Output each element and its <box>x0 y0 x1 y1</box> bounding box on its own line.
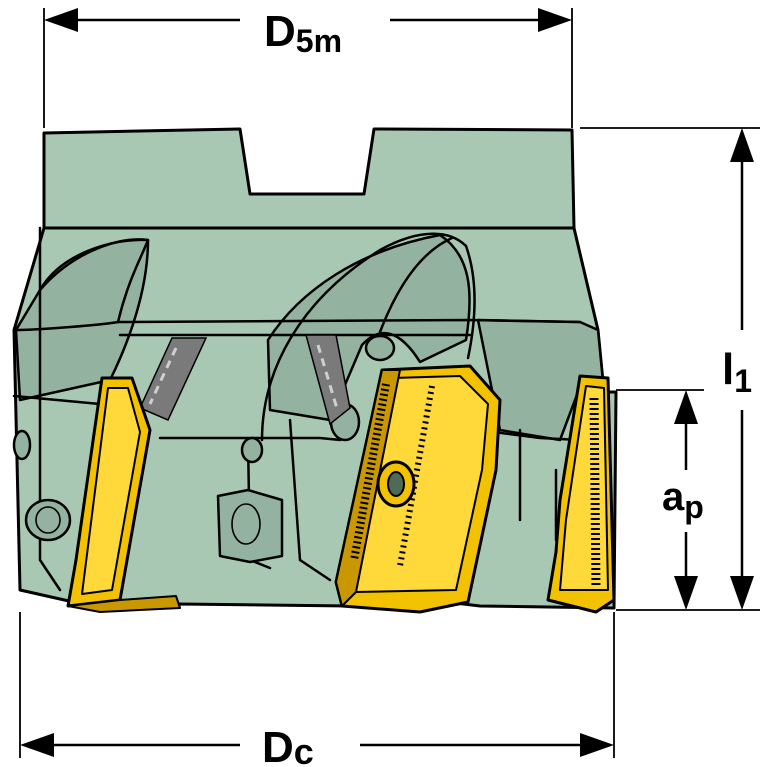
dimension-dc: Dc <box>19 612 615 767</box>
coolant-channel-left <box>138 337 208 421</box>
label-dc: Dc <box>262 723 314 767</box>
shank <box>42 127 576 230</box>
insert-center <box>334 364 502 614</box>
screw-socket-center <box>216 488 284 564</box>
dimension-ap: ap <box>616 389 704 610</box>
insert-right <box>546 374 616 614</box>
dimension-d5m: D5m <box>43 7 573 128</box>
label-d5m: D5m <box>264 7 342 59</box>
insert-left <box>66 376 181 613</box>
label-l1: l1 <box>722 345 752 399</box>
label-ap: ap <box>662 475 704 525</box>
screw-hole-left <box>24 498 72 542</box>
rivet-1 <box>240 436 264 464</box>
rivet-2 <box>12 429 32 461</box>
rivet-5 <box>364 334 396 362</box>
dimension-l1: l1 <box>580 127 760 611</box>
